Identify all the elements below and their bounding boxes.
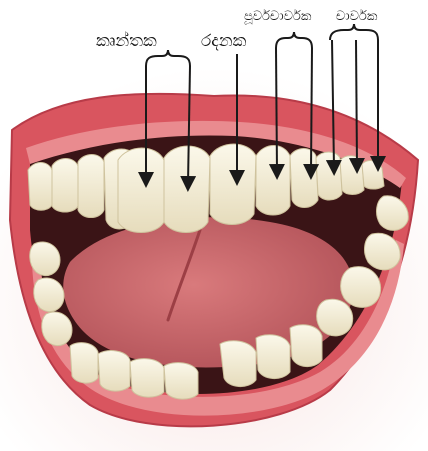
upper-premolar-left: [78, 155, 104, 218]
upper-incisor-2: [164, 146, 210, 233]
arrow-molar-2: [356, 40, 357, 166]
lower-tooth-3: [130, 359, 164, 397]
label-molars: චාර්වක: [336, 8, 378, 24]
lower-tooth-1: [70, 343, 98, 383]
arrow-premolar-2: [311, 48, 312, 172]
lower-tooth-4: [164, 363, 198, 399]
label-incisors: කෘන්තක: [96, 31, 157, 51]
left-molar-1: [30, 242, 60, 276]
upper-molar-right-1: [340, 156, 364, 195]
right-molar-3: [341, 267, 381, 308]
brace-premolars: [276, 32, 312, 48]
upper-molar-left-1: [52, 159, 78, 213]
lower-tooth-2: [98, 351, 130, 391]
right-molar-4: [317, 299, 353, 336]
brace-molars: [330, 24, 378, 40]
lower-tooth-6: [256, 335, 290, 379]
upper-incisor-1: [118, 148, 164, 233]
upper-molar-left-2: [28, 163, 52, 211]
lower-tooth-5: [220, 341, 256, 387]
upper-incisor-4: [256, 146, 290, 216]
upper-premolar-right-2: [316, 152, 342, 200]
label-canines: රදනක: [201, 31, 247, 51]
upper-premolar-right-1: [290, 149, 318, 208]
arrow-premolar-1: [276, 48, 277, 172]
lower-tooth-7: [290, 325, 322, 367]
label-premolars: පූර්වචාර්වක: [244, 8, 312, 24]
upper-incisor-3: [210, 144, 256, 225]
left-molar-2: [34, 278, 64, 312]
left-molar-3: [42, 312, 72, 346]
